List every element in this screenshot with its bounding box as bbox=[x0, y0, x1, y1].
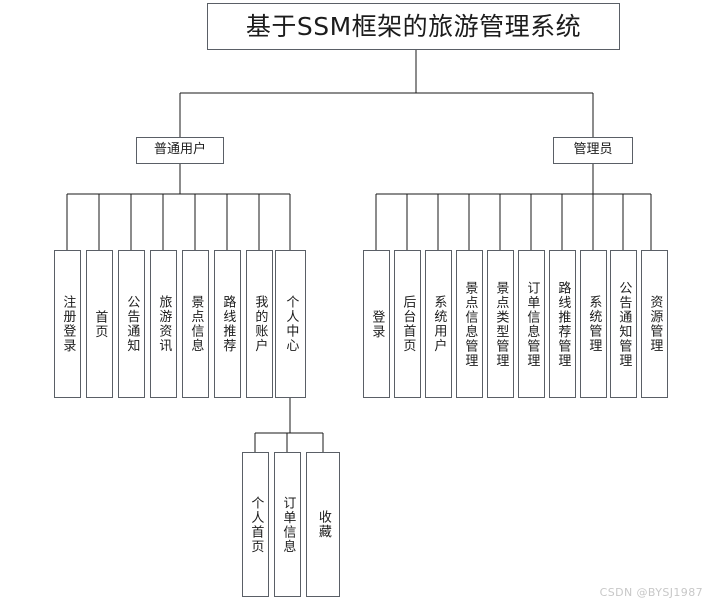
user-function-label-5: 景点信息 bbox=[188, 295, 204, 353]
node-personal-center-child-3[interactable]: 收藏 bbox=[306, 452, 340, 597]
admin-function-label-1: 登录 bbox=[369, 309, 385, 339]
node-admin-function-3[interactable]: 系统用户 bbox=[425, 250, 452, 398]
node-user-function-8[interactable]: 个人中心 bbox=[275, 250, 306, 398]
node-user-function-3[interactable]: 公告通知 bbox=[118, 250, 145, 398]
node-user-function-2[interactable]: 首页 bbox=[86, 250, 113, 398]
node-admin-function-6[interactable]: 订单信息管理 bbox=[518, 250, 545, 398]
personal-center-label-3: 收藏 bbox=[315, 510, 331, 539]
node-role-user[interactable]: 普通用户 bbox=[136, 137, 224, 164]
user-function-label-6: 路线推荐 bbox=[220, 295, 236, 353]
user-function-label-1: 注册登录 bbox=[60, 295, 76, 353]
node-admin-function-7[interactable]: 路线推荐管理 bbox=[549, 250, 576, 398]
node-user-function-4[interactable]: 旅游资讯 bbox=[150, 250, 177, 398]
user-function-label-2: 首页 bbox=[92, 309, 108, 339]
watermark-text: CSDN @BYSJ1987 bbox=[599, 586, 703, 599]
role-admin-label: 管理员 bbox=[573, 142, 613, 158]
node-role-admin[interactable]: 管理员 bbox=[553, 137, 633, 164]
admin-function-label-10: 资源管理 bbox=[647, 295, 663, 353]
user-function-label-7: 我的账户 bbox=[252, 295, 268, 353]
user-function-label-8: 个人中心 bbox=[283, 295, 299, 353]
node-personal-center-child-2[interactable]: 订单信息 bbox=[274, 452, 301, 597]
user-function-label-4: 旅游资讯 bbox=[156, 295, 172, 353]
system-title-text: 基于SSM框架的旅游管理系统 bbox=[245, 11, 582, 41]
personal-center-label-1: 个人首页 bbox=[248, 495, 264, 554]
node-admin-function-9[interactable]: 公告通知管理 bbox=[610, 250, 637, 398]
node-admin-function-4[interactable]: 景点信息管理 bbox=[456, 250, 483, 398]
admin-function-label-3: 系统用户 bbox=[431, 295, 447, 353]
node-user-function-1[interactable]: 注册登录 bbox=[54, 250, 81, 398]
admin-function-label-4: 景点信息管理 bbox=[462, 280, 478, 368]
node-personal-center-child-1[interactable]: 个人首页 bbox=[242, 452, 269, 597]
admin-function-label-6: 订单信息管理 bbox=[524, 280, 540, 368]
node-user-function-7[interactable]: 我的账户 bbox=[246, 250, 273, 398]
admin-function-label-7: 路线推荐管理 bbox=[555, 280, 571, 368]
node-admin-function-2[interactable]: 后台首页 bbox=[394, 250, 421, 398]
node-user-function-6[interactable]: 路线推荐 bbox=[214, 250, 241, 398]
node-user-function-5[interactable]: 景点信息 bbox=[182, 250, 209, 398]
node-admin-function-5[interactable]: 景点类型管理 bbox=[487, 250, 514, 398]
node-admin-function-1[interactable]: 登录 bbox=[363, 250, 390, 398]
node-admin-function-10[interactable]: 资源管理 bbox=[641, 250, 668, 398]
admin-function-label-2: 后台首页 bbox=[400, 295, 416, 353]
node-system-title: 基于SSM框架的旅游管理系统 bbox=[207, 3, 620, 50]
admin-function-label-5: 景点类型管理 bbox=[493, 280, 509, 368]
role-user-label: 普通用户 bbox=[153, 142, 206, 158]
personal-center-label-2: 订单信息 bbox=[280, 495, 296, 554]
admin-function-label-8: 系统管理 bbox=[586, 295, 602, 353]
node-admin-function-8[interactable]: 系统管理 bbox=[580, 250, 607, 398]
user-function-label-3: 公告通知 bbox=[124, 295, 140, 353]
admin-function-label-9: 公告通知管理 bbox=[616, 280, 632, 368]
